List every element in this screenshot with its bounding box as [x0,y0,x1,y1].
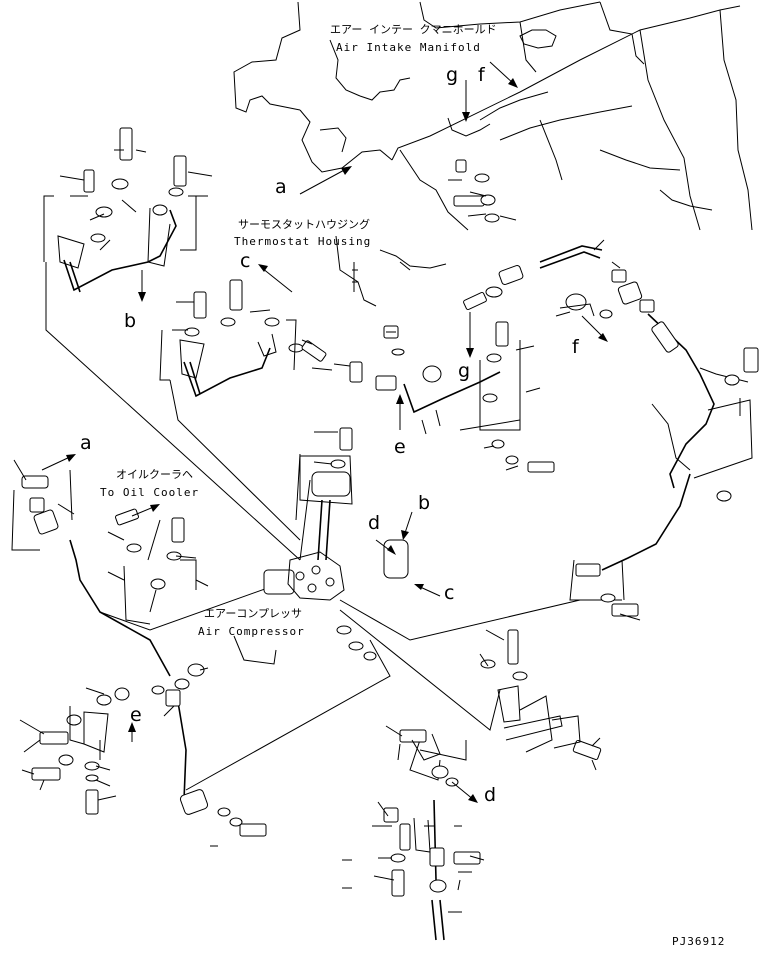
callout-brackets [11,195,580,761]
callout-letter-f-top: f [478,64,485,86]
thermostat-housing-outline [335,235,447,307]
engine-outline [233,1,753,231]
brackets [57,207,753,853]
callout-letter-c-mid: c [444,582,455,604]
callout-letter-b-mid: b [418,492,431,514]
air-intake-manifold-label-jp: エアー インテー クマニホールド [330,23,497,36]
callout-letter-g-mid: g [458,360,471,382]
to-oil-cooler-label-en: To Oil Cooler [100,486,200,499]
to-oil-cooler-label-jp: オイルクーラヘ [116,468,193,481]
guide-lines [45,262,749,791]
drawing-code: PJ36912 [672,935,726,948]
callout-letter-a-top: a [275,176,287,198]
callout-letter-e-mid: e [394,436,406,458]
callout-letter-d-bottom: d [484,784,497,806]
callout-letter-c-top: c [240,250,251,272]
arrows [41,61,608,803]
callout-letter-e-bottom: e [130,704,142,726]
leader-lines [13,149,741,913]
thermostat-housing-label-en: Thermostat Housing [234,235,372,248]
callout-letter-f-right: f [572,336,579,358]
air-compressor-sketch [287,551,345,601]
callout-letter-g-top: g [446,64,459,86]
thermostat-housing-label-jp: サーモスタットハウジング [238,218,370,231]
pipes [63,209,715,941]
air-compressor-label-en: Air Compressor [198,625,305,638]
callout-letter-d-mid: d [368,512,381,534]
callout-letter-a-left: a [80,432,92,454]
air-intake-manifold-label-en: Air Intake Manifold [336,41,481,54]
hardware-parts [21,127,759,897]
air-compressor-label-jp: エアーコンプレッサ [204,607,303,620]
callout-letter-b-left: b [124,310,137,332]
